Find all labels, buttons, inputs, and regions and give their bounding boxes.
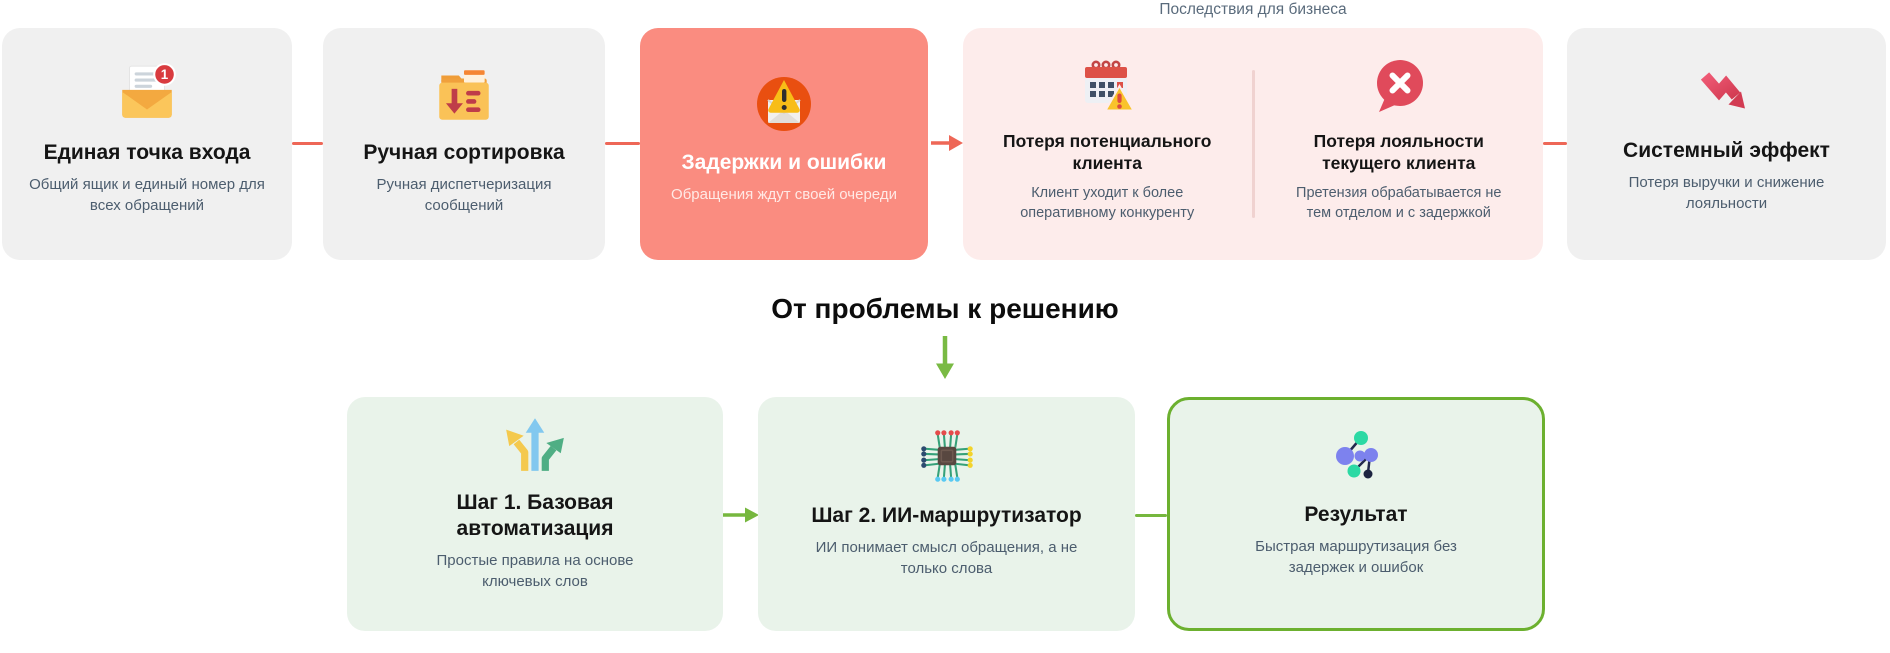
- card-subtitle: Клиент уходит к более оперативному конку…: [1020, 184, 1195, 221]
- arrow-down-icon: [936, 336, 954, 379]
- chat-error-icon: [1376, 60, 1423, 113]
- card-title: Единая точка входа: [43, 140, 251, 164]
- arrow-right-icon: [931, 135, 963, 151]
- card-title: Шаг 1. Базовая автоматизация: [456, 490, 614, 540]
- ai-chip-icon: [920, 429, 973, 482]
- system-effect-card: Системный эффект Потеря выручки и снижен…: [1567, 28, 1886, 260]
- business-consequences-panel: Потеря потенциального клиента Клиент ухо…: [963, 28, 1543, 260]
- card-subtitle: ИИ понимает смысл обращения, а не только…: [815, 538, 1078, 577]
- card-title: Шаг 2. ИИ-маршрутизатор: [811, 503, 1082, 527]
- connector-line: [1135, 514, 1167, 517]
- card-title: Результат: [1304, 502, 1408, 526]
- transition-title: От проблемы к решению: [771, 293, 1119, 324]
- network-nodes-icon: [1336, 430, 1378, 479]
- card-subtitle: Быстрая маршрутизация без задержек и оши…: [1255, 537, 1457, 576]
- mail-error-icon: [757, 77, 811, 132]
- consequences-label: Последствия для бизнеса: [1159, 1, 1347, 18]
- card-subtitle: Ручная диспетчеризация сообщений: [376, 175, 552, 214]
- card-title: Потеря потенциального клиента: [1003, 131, 1212, 173]
- connector-line: [605, 142, 640, 145]
- card-subtitle: Потеря выручки и снижение лояльности: [1628, 173, 1825, 212]
- card-subtitle: Простые правила на основе ключевых слов: [436, 552, 634, 590]
- arrow-right-icon: [723, 507, 759, 523]
- decline-arrow-icon: [1700, 72, 1745, 109]
- card-title: Задержки и ошибки: [681, 151, 887, 175]
- divider: [1251, 70, 1255, 218]
- calendar-warning-icon: [1085, 60, 1136, 112]
- card-subtitle: Общий ящик и единый номер для всех обращ…: [29, 175, 265, 214]
- card-title: Системный эффект: [1623, 138, 1830, 162]
- step2-ai-router-card: Шаг 2. ИИ-маршрутизатор ИИ понимает смыс…: [758, 397, 1135, 631]
- lost-loyalty-item: Потеря лояльности текущего клиента Прете…: [1255, 28, 1544, 260]
- card-subtitle: Претензия обрабатывается не тем отделом …: [1296, 184, 1502, 221]
- manual-sorting-card: Ручная сортировка Ручная диспетчеризация…: [323, 28, 605, 260]
- unread-count-badge: 1: [161, 67, 169, 82]
- step1-automation-card: Шаг 1. Базовая автоматизация Простые пра…: [347, 397, 723, 631]
- lost-lead-item: Потеря потенциального клиента Клиент ухо…: [963, 28, 1252, 260]
- connector-line: [1543, 142, 1567, 145]
- result-card: Результат Быстрая маршрутизация без заде…: [1167, 397, 1545, 631]
- card-subtitle: Обращения ждут своей очереди: [671, 186, 897, 204]
- delays-errors-card: Задержки и ошибки Обращения ждут своей о…: [640, 28, 928, 260]
- entry-point-card: 1 Единая точка входа Общий ящик и единый…: [2, 28, 292, 260]
- envelope-notification-icon: 1: [122, 62, 176, 118]
- branching-arrows-icon: [506, 417, 564, 471]
- connector-line: [292, 142, 323, 145]
- card-title: Потеря лояльности текущего клиента: [1313, 131, 1484, 173]
- folder-sort-icon: [439, 69, 489, 120]
- card-title: Ручная сортировка: [363, 140, 565, 164]
